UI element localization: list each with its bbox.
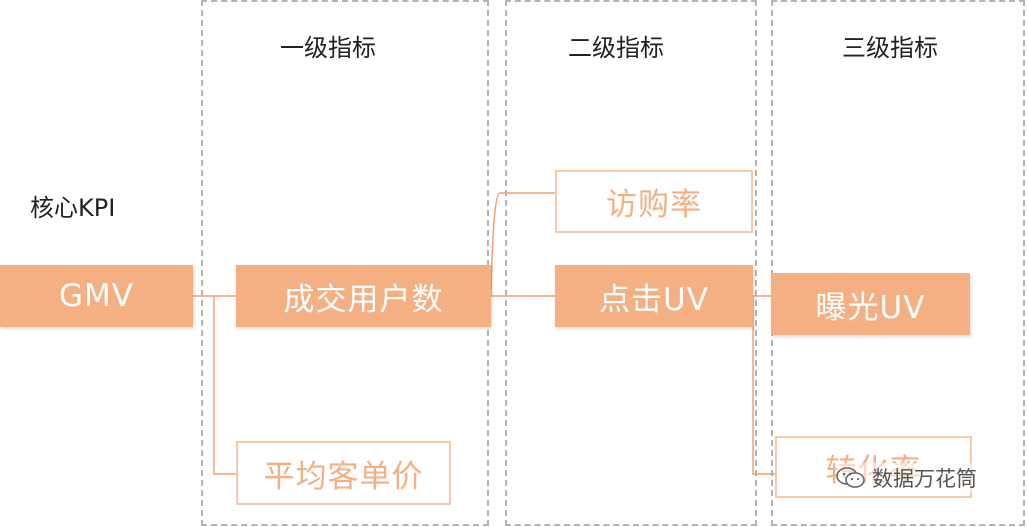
node-gmv: GMV xyxy=(0,265,193,327)
node-avg-order-value: 平均客单价 xyxy=(236,441,451,505)
column-level-1 xyxy=(201,0,489,526)
node-exposure-uv: 曝光UV xyxy=(771,273,970,335)
column-level-3 xyxy=(771,0,1025,526)
node-deal-users: 成交用户数 xyxy=(236,265,491,327)
watermark-text: 数据万花筒 xyxy=(872,467,977,491)
column-title-level-1: 一级指标 xyxy=(280,34,376,62)
wechat-icon xyxy=(836,467,865,488)
column-title-level-2: 二级指标 xyxy=(568,34,664,62)
watermark: 数据万花筒 xyxy=(836,463,977,493)
core-kpi-label: 核心KPI xyxy=(30,194,116,222)
column-level-2 xyxy=(505,0,757,526)
column-title-level-3: 三级指标 xyxy=(842,34,938,62)
node-click-uv: 点击UV xyxy=(555,265,753,327)
node-purchase-rate: 访购率 xyxy=(555,170,753,233)
